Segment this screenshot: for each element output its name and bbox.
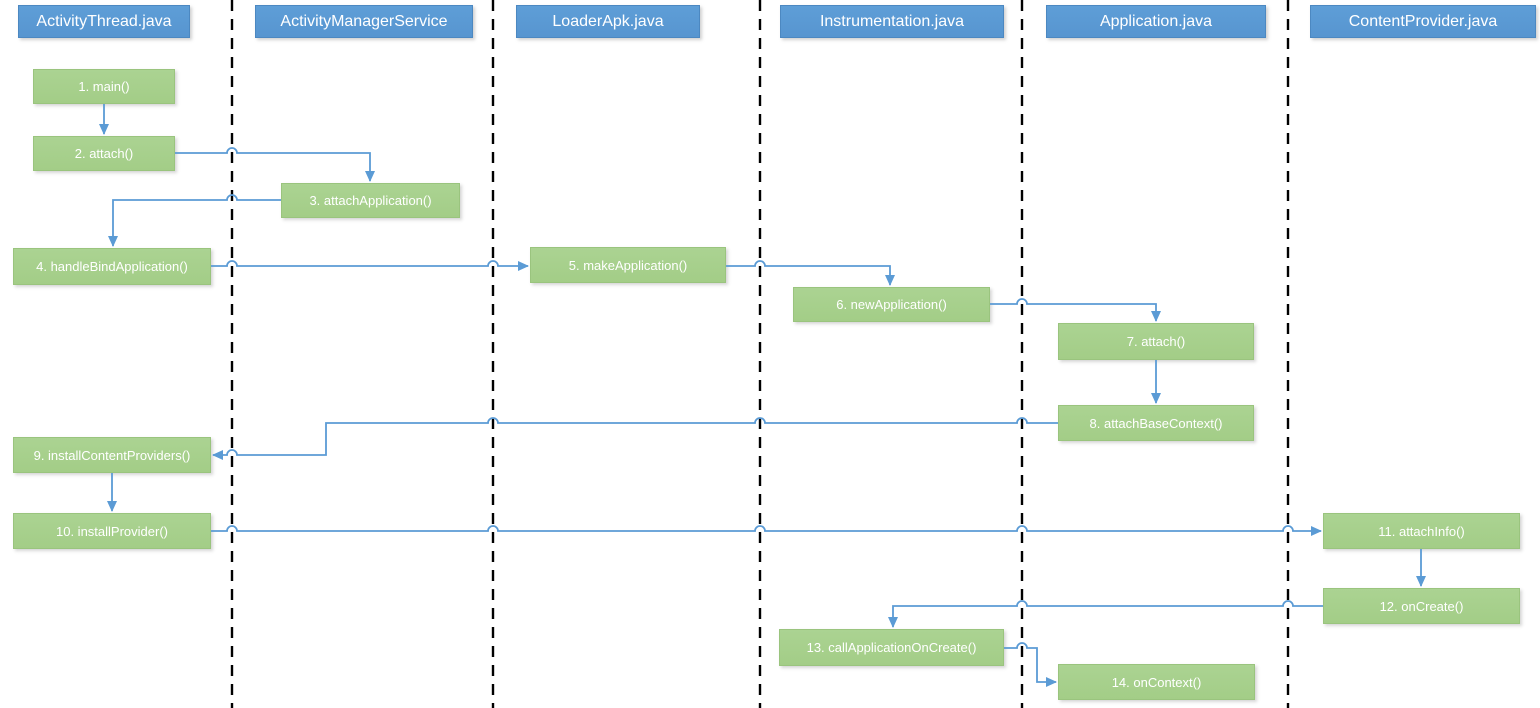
- step-box-10-installprovider: 10. installProvider(): [13, 513, 211, 549]
- lane-header-instrumentation: Instrumentation.java: [780, 5, 1004, 38]
- lane-header-contentprovider: ContentProvider.java: [1310, 5, 1536, 38]
- lane-header-loaderapk: LoaderApk.java: [516, 5, 700, 38]
- step-box-6-newapplication: 6. newApplication(): [793, 287, 990, 322]
- step-box-8-attachbasecontext: 8. attachBaseContext(): [1058, 405, 1254, 441]
- step-box-14-oncontext: 14. onContext(): [1058, 664, 1255, 700]
- lane-header-activitythread: ActivityThread.java: [18, 5, 190, 38]
- step-box-4-handlebindapplication: 4. handleBindApplication(): [13, 248, 211, 285]
- step-box-7-attach: 7. attach(): [1058, 323, 1254, 360]
- step-box-5-makeapplication: 5. makeApplication(): [530, 247, 726, 283]
- step-box-2-attach: 2. attach(): [33, 136, 175, 171]
- step-box-12-oncreate: 12. onCreate(): [1323, 588, 1520, 624]
- edge-2-3: [175, 147, 375, 182]
- lane-header-activitymanagerservice: ActivityManagerService: [255, 5, 473, 38]
- edge-13-14: [1004, 642, 1057, 687]
- step-box-9-installcontentproviders: 9. installContentProviders(): [13, 437, 211, 473]
- step-box-3-attachapplication: 3. attachApplication(): [281, 183, 460, 218]
- edge-10-11: [211, 525, 1322, 536]
- edge-3-4: [108, 194, 281, 247]
- step-box-1-main: 1. main(): [33, 69, 175, 104]
- step-box-13-callapplicationoncreate: 13. callApplicationOnCreate(): [779, 629, 1004, 666]
- edge-8-9: [212, 417, 1058, 460]
- edge-4-5: [211, 260, 529, 271]
- step-box-11-attachinfo: 11. attachInfo(): [1323, 513, 1520, 549]
- edge-5-6: [726, 260, 895, 286]
- lane-header-application: Application.java: [1046, 5, 1266, 38]
- edge-6-7: [990, 298, 1161, 322]
- edge-12-13: [888, 600, 1323, 628]
